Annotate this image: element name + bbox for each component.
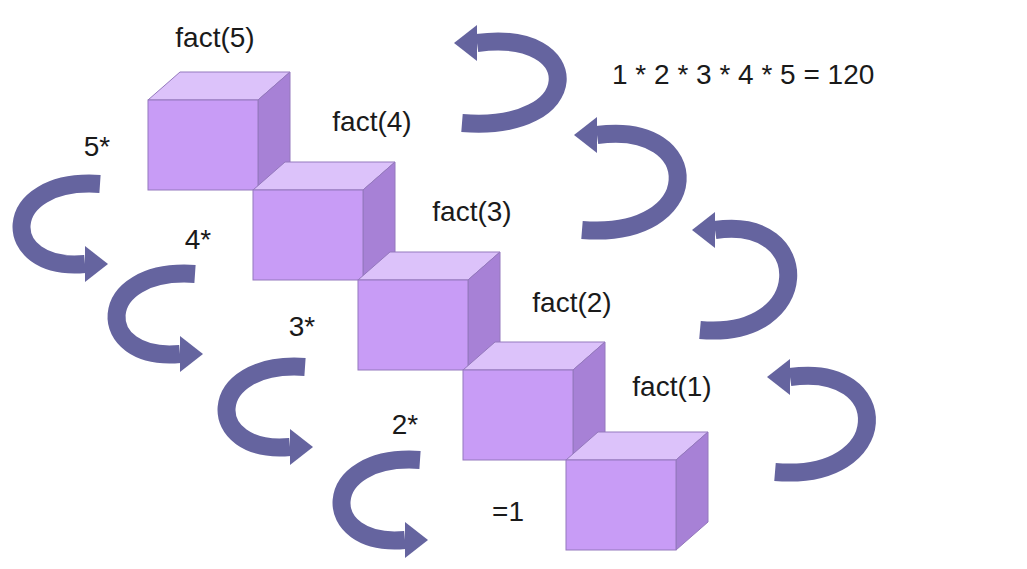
call-label: fact(4) <box>332 107 411 138</box>
call-label: fact(1) <box>632 372 711 403</box>
cube-shape <box>566 432 708 550</box>
arrowhead <box>405 522 428 558</box>
multiplier-label: 5* <box>84 132 110 163</box>
multiplier-label: 2* <box>392 410 418 441</box>
cube-front <box>148 100 258 190</box>
arrowhead <box>290 429 313 465</box>
cube-shape <box>253 162 395 280</box>
cube-shape <box>463 342 605 460</box>
cube-shape <box>148 72 290 190</box>
cube-shape <box>358 252 500 370</box>
cube-step: fact(2) <box>463 342 605 460</box>
cube-step: fact(5) <box>148 72 290 190</box>
arrowhead <box>454 25 477 61</box>
cube-front <box>566 460 676 550</box>
call-label: fact(3) <box>432 197 511 228</box>
arrowhead <box>180 336 203 372</box>
result-equation: 1 * 2 * 3 * 4 * 5 = 120 <box>612 60 874 91</box>
arrowhead <box>574 117 597 153</box>
cube-step: fact(4) <box>253 162 395 280</box>
arrowhead <box>692 212 715 248</box>
cube-front <box>463 370 573 460</box>
arrowhead <box>767 359 790 395</box>
multiplier-label: =1 <box>492 497 524 528</box>
multiplier-label: 3* <box>289 312 315 343</box>
cube-front <box>253 190 363 280</box>
cube-step: fact(1) <box>566 432 708 550</box>
multiplier-label: 4* <box>185 225 211 256</box>
arrowhead <box>85 246 108 282</box>
cube-step: fact(3) <box>358 252 500 370</box>
cube-side <box>676 432 708 550</box>
call-label: fact(2) <box>532 288 611 319</box>
cube-front <box>358 280 468 370</box>
call-label: fact(5) <box>175 23 254 54</box>
